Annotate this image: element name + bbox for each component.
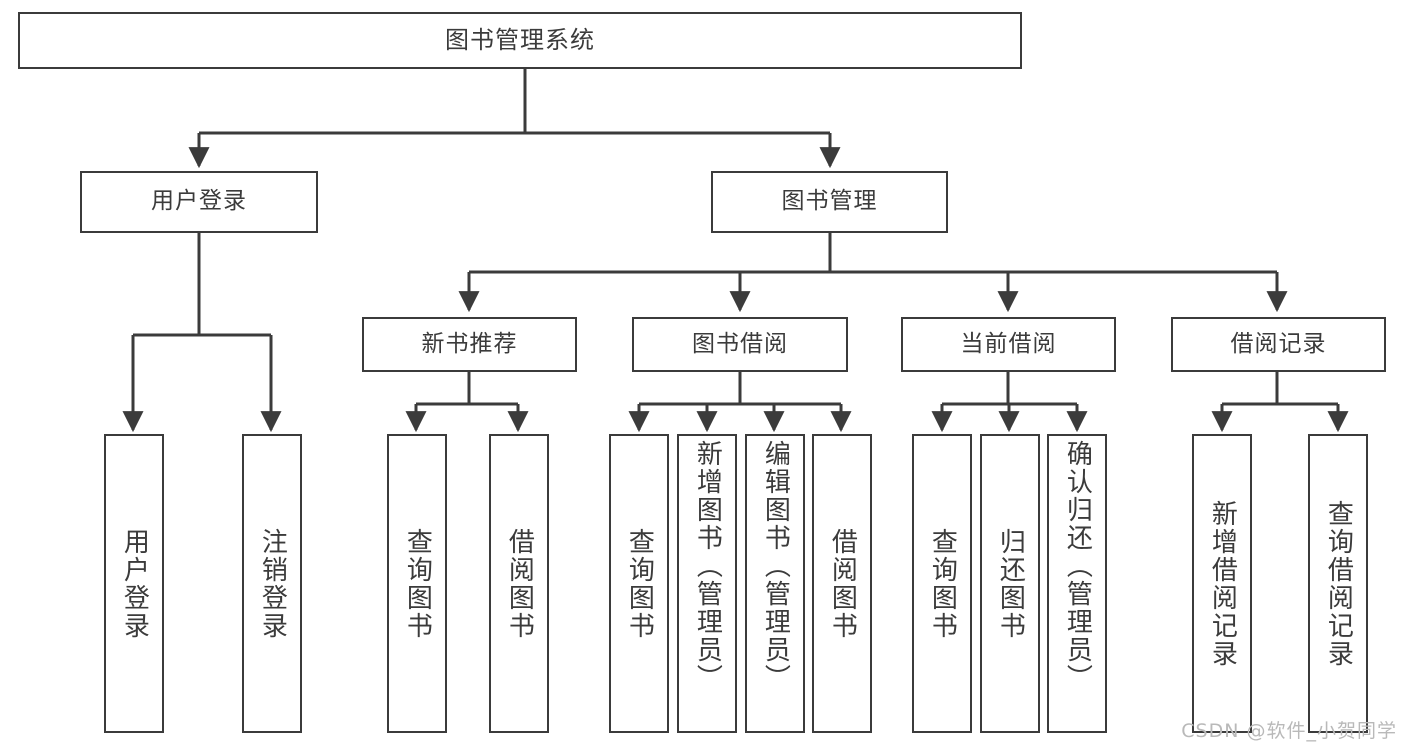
node-user-login-label: 用户登录 [151,188,247,215]
node-book-manage-label: 图书管理 [781,188,878,215]
leaf-label: 确认归还（管理员） [1062,440,1093,692]
leaf-user-login-logout[interactable]: 注销登录 [242,434,302,733]
node-new-book-recommend[interactable]: 新书推荐 [362,317,577,372]
leaf-label: 新增借阅记录 [1207,499,1238,668]
node-current-borrow-label: 当前借阅 [960,330,1057,357]
leaf-current-borrow-return[interactable]: 归还图书 [980,434,1040,733]
node-book-manage[interactable]: 图书管理 [711,171,948,233]
leaf-current-borrow-confirm[interactable]: 确认归还（管理员） [1047,434,1107,733]
leaf-new-book-query[interactable]: 查询图书 [387,434,447,733]
leaf-book-borrow-add[interactable]: 新增图书（管理员） [677,434,737,733]
node-book-borrow[interactable]: 图书借阅 [632,317,848,372]
leaf-label: 归还图书 [995,527,1026,640]
leaf-label: 查询图书 [402,527,433,640]
leaf-label: 借阅图书 [504,527,535,640]
leaf-label: 编辑图书（管理员） [760,440,791,692]
leaf-label: 注销登录 [257,527,288,640]
node-book-borrow-label: 图书借阅 [692,330,788,357]
leaf-label: 用户登录 [119,527,150,640]
leaf-label: 新增图书（管理员） [692,440,723,692]
node-user-login[interactable]: 用户登录 [80,171,318,233]
node-current-borrow[interactable]: 当前借阅 [901,317,1116,372]
watermark: CSDN @软件_小贺同学 [1181,720,1397,742]
leaf-book-borrow-edit[interactable]: 编辑图书（管理员） [745,434,805,733]
leaf-book-borrow-borrow[interactable]: 借阅图书 [812,434,872,733]
leaf-new-book-borrow[interactable]: 借阅图书 [489,434,549,733]
leaf-borrow-record-query[interactable]: 查询借阅记录 [1308,434,1368,733]
node-root-label: 图书管理系统 [445,26,595,55]
node-new-book-recommend-label: 新书推荐 [421,330,518,357]
leaf-label: 查询图书 [927,527,958,640]
leaf-label: 查询借阅记录 [1323,499,1354,668]
leaf-borrow-record-add[interactable]: 新增借阅记录 [1192,434,1252,733]
node-borrow-record-label: 借阅记录 [1230,330,1327,357]
node-borrow-record[interactable]: 借阅记录 [1171,317,1386,372]
leaf-book-borrow-query[interactable]: 查询图书 [609,434,669,733]
leaf-current-borrow-query[interactable]: 查询图书 [912,434,972,733]
node-root-system[interactable]: 图书管理系统 [18,12,1022,69]
leaf-label: 借阅图书 [827,527,858,640]
leaf-label: 查询图书 [624,527,655,640]
leaf-user-login-login[interactable]: 用户登录 [104,434,164,733]
